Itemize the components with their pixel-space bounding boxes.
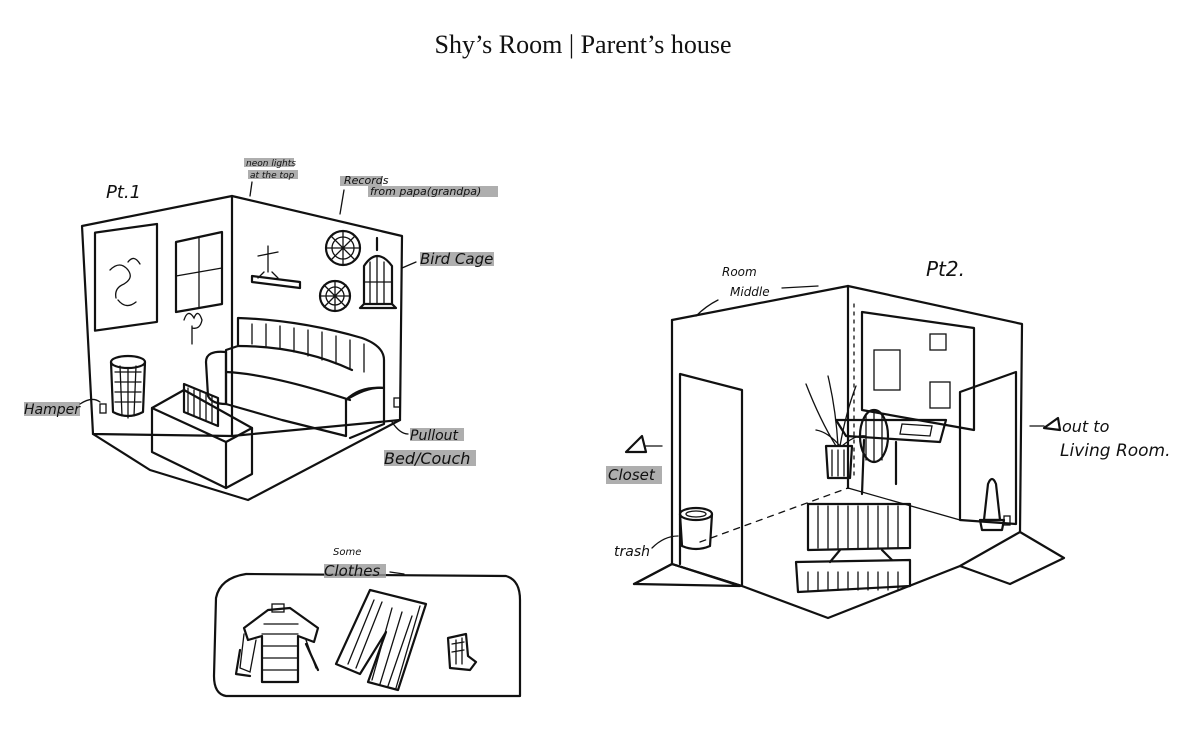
pants-icon xyxy=(334,588,428,692)
pointer-line xyxy=(391,421,409,435)
out-arrow-icon xyxy=(1042,416,1062,432)
pointer-line xyxy=(339,189,345,215)
highlight xyxy=(606,466,662,484)
outlet xyxy=(99,403,107,414)
room-middle-annotation-2: Middle xyxy=(730,285,770,299)
highlight xyxy=(324,564,386,578)
some-annotation: Some xyxy=(333,547,361,558)
room-middle-annotation: Room xyxy=(722,265,757,279)
back-wall xyxy=(230,194,404,438)
poster-art xyxy=(109,257,141,307)
pointer-line xyxy=(79,398,101,405)
highlight xyxy=(410,428,464,441)
closet-annotation: Closet xyxy=(608,466,656,484)
floor-guide xyxy=(699,487,849,543)
neon-shelf xyxy=(250,245,302,290)
highlight xyxy=(248,170,298,179)
pointer-line xyxy=(389,571,405,575)
neon-lights-annotation: neon lights xyxy=(246,159,296,169)
highlight xyxy=(340,176,382,186)
highlight xyxy=(24,402,80,416)
records-annotation-2: from papa(grandpa) xyxy=(370,185,481,198)
highlight xyxy=(368,186,498,197)
small-plant-icon xyxy=(183,312,203,345)
clothes-annotation: Clothes xyxy=(324,562,380,580)
room-sketch-pt1: Pt.1 neon lights at the top Records from… xyxy=(24,158,498,502)
hamper-annotation: Hamper xyxy=(24,402,81,418)
floor-left-flap xyxy=(632,562,742,588)
outlet xyxy=(393,397,401,408)
pointer-line xyxy=(401,261,417,269)
highlight xyxy=(384,450,476,466)
rug-outline xyxy=(212,572,522,698)
clothes-sketch: Some Clothes xyxy=(212,547,522,698)
door xyxy=(958,370,1018,526)
pointer-line xyxy=(651,535,679,549)
out-annotation-2: Living Room. xyxy=(1060,441,1171,461)
window xyxy=(174,230,224,314)
lava-lamp-icon xyxy=(978,477,1011,532)
floor-edge xyxy=(632,530,1066,620)
pointer-line xyxy=(249,181,253,197)
poster xyxy=(93,222,159,332)
tv-icon xyxy=(794,502,912,594)
closet-arrow-icon xyxy=(624,434,648,454)
right-wall xyxy=(846,284,1024,534)
plant-icon xyxy=(805,375,867,480)
highlight xyxy=(244,158,294,167)
pinboard xyxy=(860,310,976,432)
pullout-annotation-2: Bed/Couch xyxy=(384,449,470,468)
left-wall xyxy=(670,284,850,490)
pullout-couch-icon xyxy=(204,316,386,440)
floor xyxy=(91,418,402,502)
records-annotation: Records xyxy=(344,174,389,187)
sweater-icon xyxy=(234,603,320,684)
desk-icon xyxy=(150,382,254,490)
pt1-label: Pt.1 xyxy=(106,182,141,203)
desk-icon xyxy=(834,408,948,496)
neon-lights-annotation-2: at the top xyxy=(250,171,295,181)
bird-cage-annotation: Bird Cage xyxy=(420,250,493,268)
trash-can-icon xyxy=(678,506,714,551)
pullout-annotation: Pullout xyxy=(410,428,459,444)
closet-door xyxy=(670,372,744,588)
page-title: Shy’s Room | Parent’s house xyxy=(434,30,732,59)
room-sketch-pt2: Pt2. Room Middle Closet trash out to Liv… xyxy=(606,257,1171,620)
pointer-line xyxy=(695,285,819,317)
pt2-label: Pt2. xyxy=(926,257,965,281)
bird-cage-icon xyxy=(358,236,398,310)
out-annotation: out to xyxy=(1062,417,1110,436)
hamper-icon xyxy=(109,354,147,419)
sock-icon xyxy=(446,632,478,672)
highlight xyxy=(420,252,494,266)
records-icon xyxy=(318,229,362,313)
trash-annotation: trash xyxy=(614,544,650,560)
